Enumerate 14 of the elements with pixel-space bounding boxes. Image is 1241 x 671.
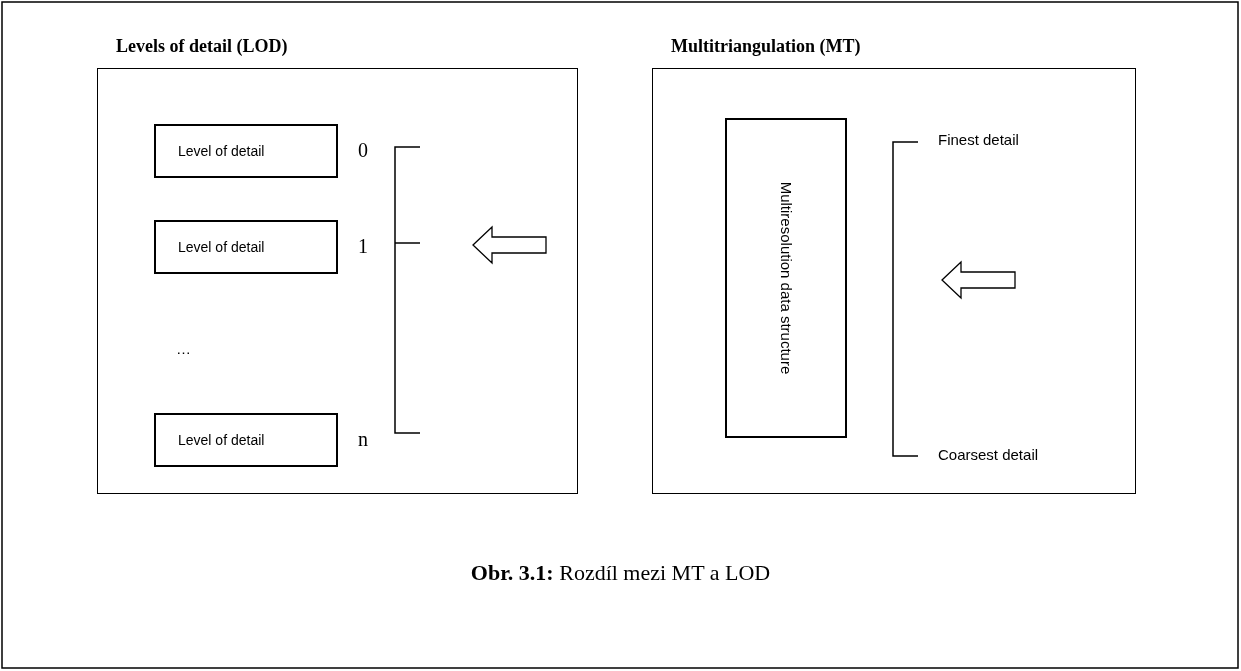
ellipsis: … <box>176 340 191 357</box>
detail-label: Finest detail <box>938 131 1019 148</box>
level-number: n <box>358 428 368 451</box>
process-box <box>725 118 847 438</box>
panel-heading: Multitriangulation (MT) <box>671 36 861 57</box>
box-label: Level of detail <box>177 432 266 448</box>
box-label: Level of detail <box>177 239 266 255</box>
level-number: 1 <box>358 235 368 258</box>
box-label: Level of detail <box>177 143 266 159</box>
panel-heading: Levels of detail (LOD) <box>116 36 288 57</box>
box-label: Multiresolution data structure <box>777 181 795 375</box>
figure-caption: Obr. 3.1: Rozdíl mezi MT a LOD <box>470 560 771 586</box>
level-number: 0 <box>358 139 368 162</box>
detail-label: Coarsest detail <box>938 446 1039 463</box>
